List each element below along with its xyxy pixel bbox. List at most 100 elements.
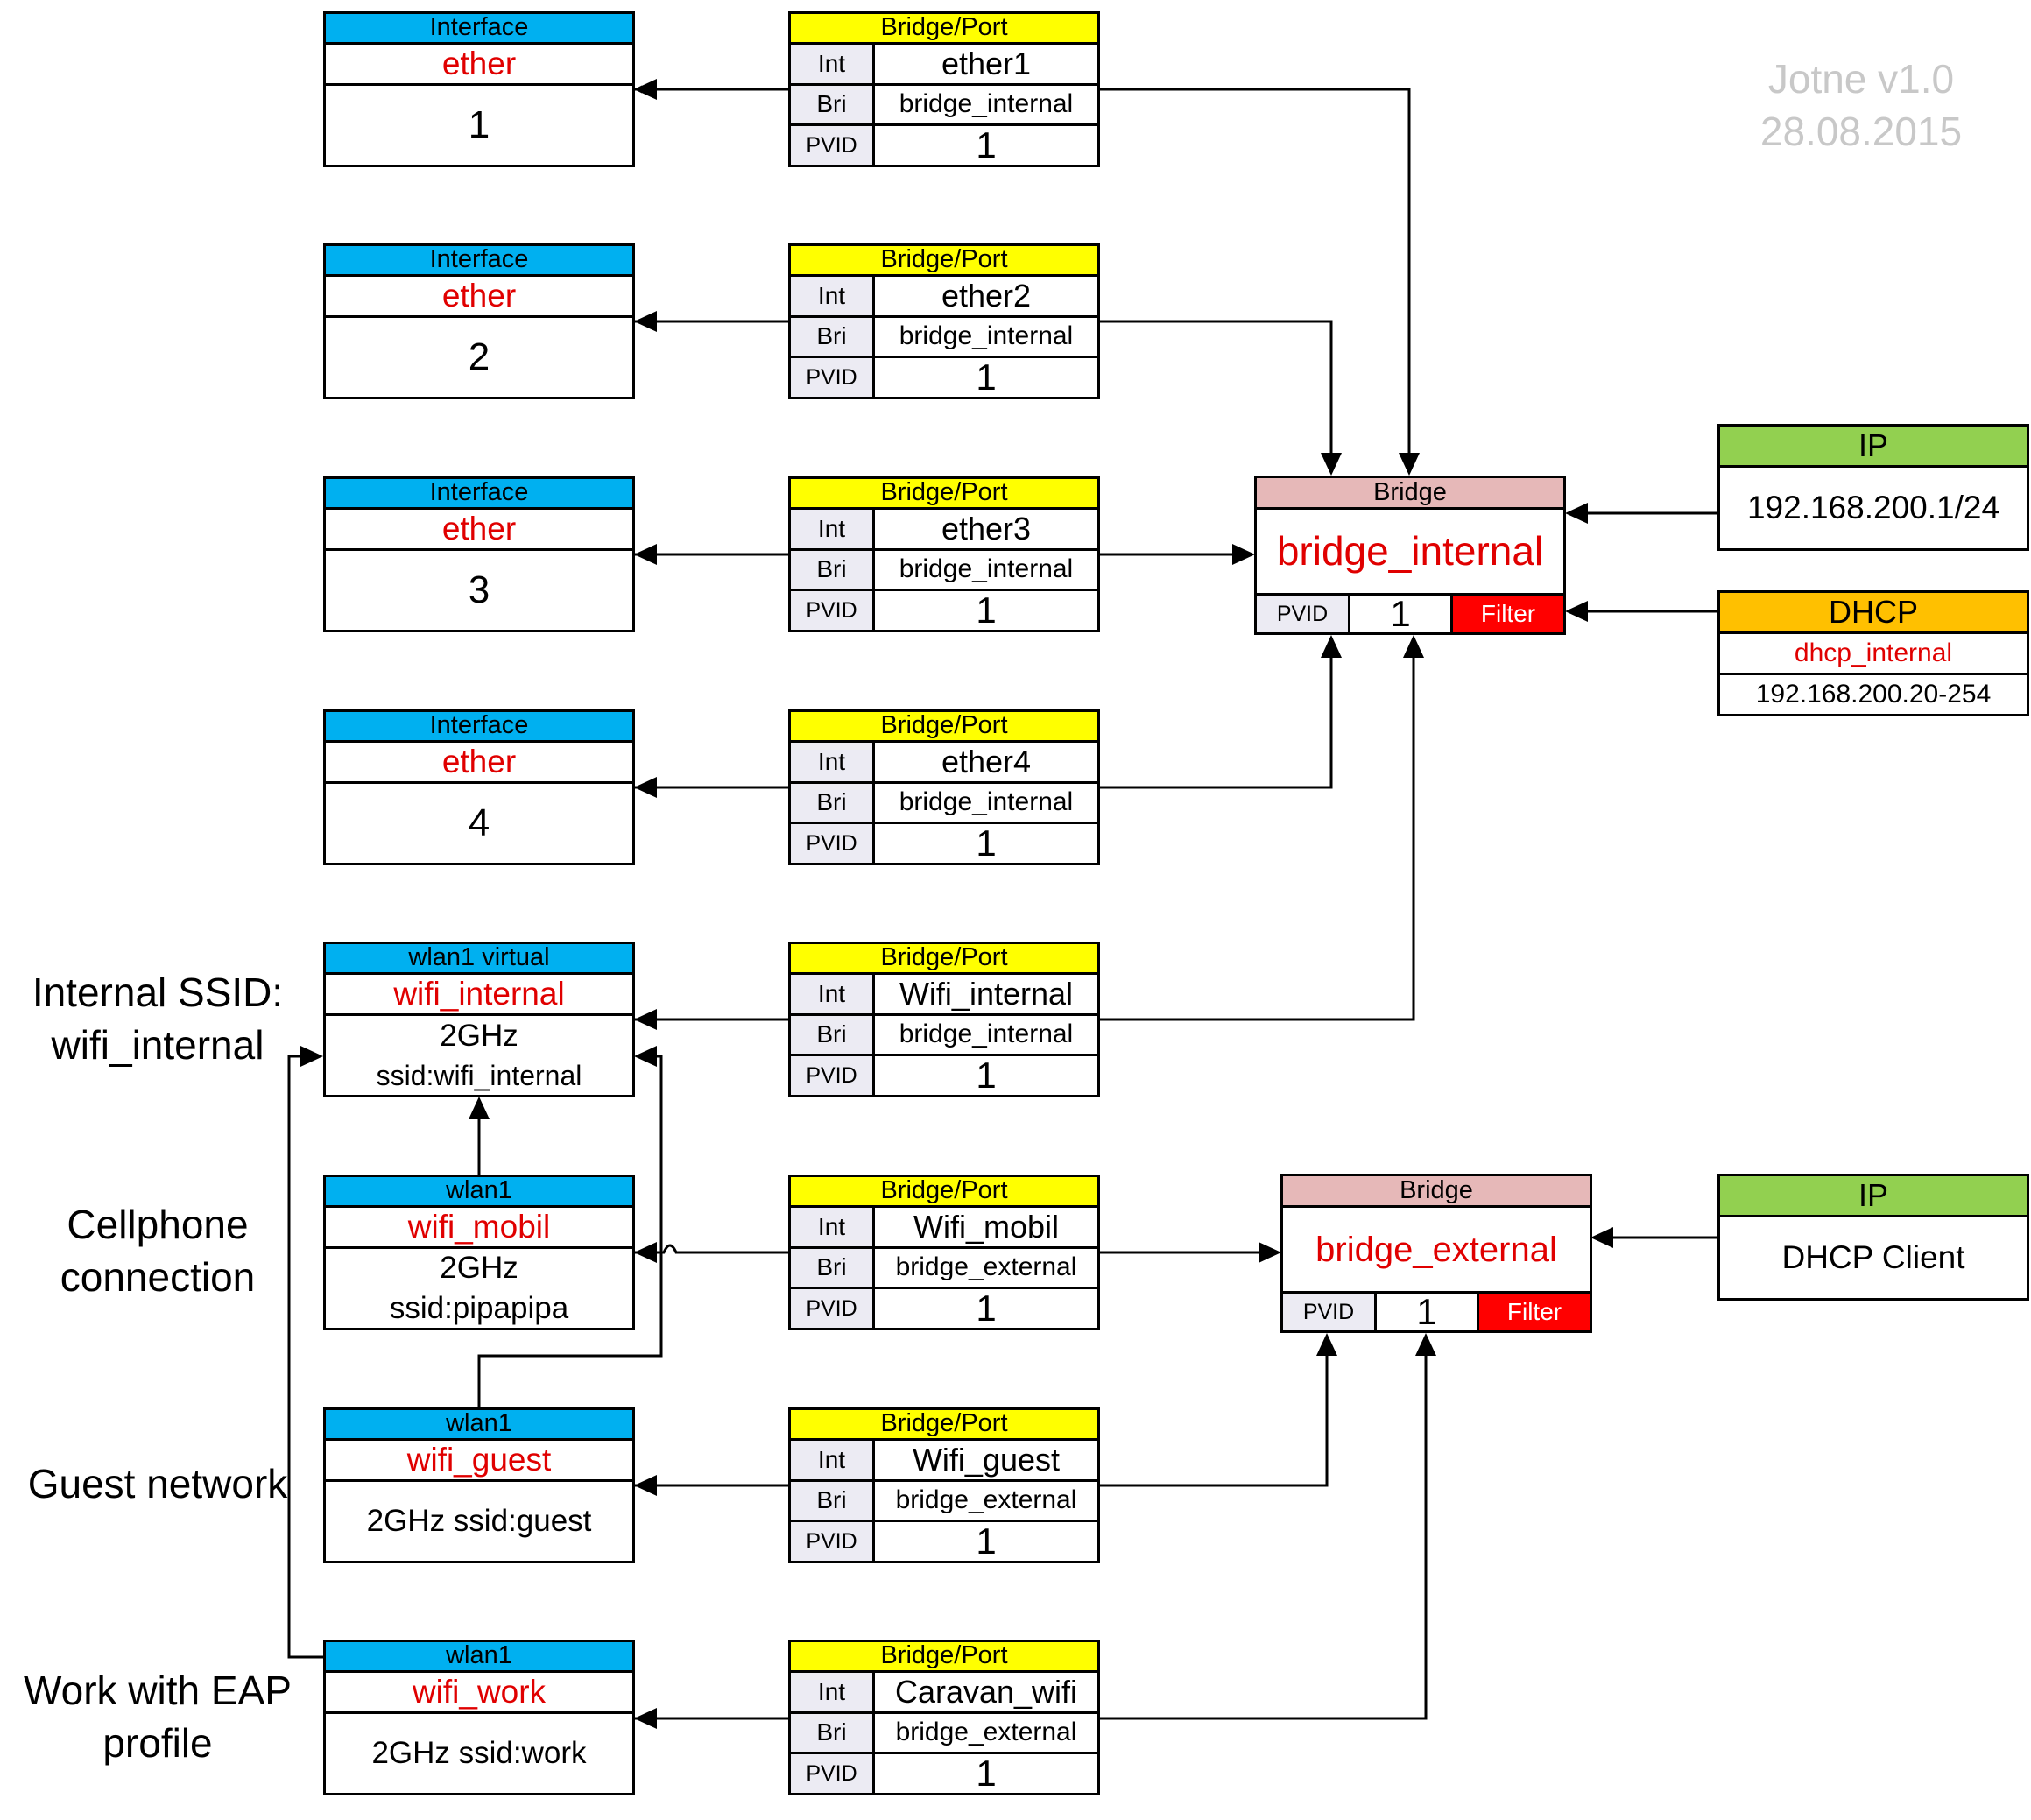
side-label-line: connection	[60, 1254, 256, 1300]
interface-header: wlan1	[323, 1640, 635, 1673]
pvid-value: 1	[872, 1752, 1100, 1795]
interface-header: Interface	[323, 476, 635, 510]
pvid-value: 1	[1374, 1291, 1479, 1333]
bridge-port-header: Bridge/Port	[788, 243, 1100, 277]
bri-label: Bri	[788, 1711, 875, 1754]
version-date: 28.08.2015	[1759, 109, 1963, 154]
ip-internal-box[interactable]: IP 192.168.200.1/24	[1717, 424, 2029, 551]
int-label: Int	[788, 507, 875, 551]
bridge-port-header: Bridge/Port	[788, 11, 1100, 45]
interface-header: Interface	[323, 709, 635, 743]
interface-ssid: ssid:wifi_internal	[376, 1059, 582, 1091]
bridge-port-box-wifi-mobil[interactable]: Bridge/Port Int Wifi_mobil Bri bridge_ex…	[788, 1175, 1100, 1330]
int-label: Int	[788, 274, 875, 318]
arrowhead	[469, 1097, 490, 1119]
interface-box-wifi-guest[interactable]: wlan1 wifi_guest 2GHz ssid:guest	[323, 1407, 635, 1563]
bridge-port-box-wifi-guest[interactable]: Bridge/Port Int Wifi_guest Bri bridge_ex…	[788, 1407, 1100, 1563]
pvid-value: 1	[872, 1520, 1100, 1563]
bridge-header: Bridge	[1280, 1174, 1592, 1208]
version-stamp: Jotne v1.0 28.08.2015	[1725, 53, 1997, 158]
pvid-label: PVID	[788, 123, 875, 167]
arrowhead	[1232, 544, 1255, 565]
bri-label: Bri	[788, 1479, 875, 1522]
interface-box-ether4[interactable]: Interface ether 4	[323, 709, 635, 865]
arrowhead	[634, 311, 657, 332]
arrowhead	[634, 1708, 657, 1729]
interface-header: wlan1	[323, 1407, 635, 1441]
wifi-work-to-wifi-internal-line	[287, 1055, 323, 1659]
bri-label: Bri	[788, 315, 875, 358]
port6-to-wifi-mobil-arrow	[634, 1244, 790, 1254]
interface-number: 3	[323, 548, 635, 632]
bri-label: Bri	[788, 1246, 875, 1289]
int-value: Wifi_internal	[872, 972, 1100, 1016]
bridge-port-box-wifi-internal[interactable]: Bridge/Port Int Wifi_internal Bri bridge…	[788, 942, 1100, 1097]
bridge-port-box-caravan-wifi[interactable]: Bridge/Port Int Caravan_wifi Bri bridge_…	[788, 1640, 1100, 1795]
bri-value: bridge_internal	[872, 1013, 1100, 1056]
bridge-internal-box[interactable]: Bridge bridge_internal PVID 1 Filter	[1254, 476, 1566, 635]
interface-box-ether3[interactable]: Interface ether 3	[323, 476, 635, 632]
arrowhead	[634, 1242, 657, 1263]
bridge-port-box-ether1[interactable]: Bridge/Port Int ether1 Bri bridge_intern…	[788, 11, 1100, 167]
bri-value: bridge_internal	[872, 548, 1100, 591]
interface-box-wifi-work[interactable]: wlan1 wifi_work 2GHz ssid:work	[323, 1640, 635, 1795]
version-label: Jotne v1.0	[1767, 56, 1955, 102]
ip-header: IP	[1717, 1174, 2029, 1217]
arrowhead	[634, 1046, 657, 1067]
bri-value: bridge_internal	[872, 781, 1100, 824]
port7-to-bridge-external-line	[1099, 1344, 1329, 1487]
arrowhead	[1321, 635, 1342, 658]
arrowhead	[1403, 635, 1424, 658]
interface-box-ether2[interactable]: Interface ether 2	[323, 243, 635, 399]
bridge-port-header: Bridge/Port	[788, 1175, 1100, 1208]
interface-header: Interface	[323, 11, 635, 45]
bridge-name: bridge_internal	[1254, 507, 1566, 596]
bridge-port-box-ether4[interactable]: Bridge/Port Int ether4 Bri bridge_intern…	[788, 709, 1100, 865]
pvid-value: 1	[1348, 593, 1453, 635]
bridge-port-header: Bridge/Port	[788, 1640, 1100, 1673]
side-label-line: Internal SSID:	[32, 970, 284, 1015]
pvid-label: PVID	[788, 1752, 875, 1795]
side-label-line: profile	[102, 1720, 213, 1766]
port5-to-bridge-internal-line	[1099, 646, 1415, 1021]
bridge-port-box-ether3[interactable]: Bridge/Port Int ether3 Bri bridge_intern…	[788, 476, 1100, 632]
arrowhead	[634, 1009, 657, 1030]
dhcp-range: 192.168.200.20-254	[1717, 673, 2029, 716]
bri-label: Bri	[788, 1013, 875, 1056]
interface-box-wifi-mobil[interactable]: wlan1 wifi_mobil 2GHz ssid:pipapipa	[323, 1175, 635, 1330]
port4-to-bridge-internal-line	[1099, 646, 1333, 789]
bridge-port-box-ether2[interactable]: Bridge/Port Int ether2 Bri bridge_intern…	[788, 243, 1100, 399]
interface-name: wifi_work	[323, 1670, 635, 1714]
bridge-port-header: Bridge/Port	[788, 1407, 1100, 1441]
bri-value: bridge_internal	[872, 315, 1100, 358]
bridge-external-box[interactable]: Bridge bridge_external PVID 1 Filter	[1280, 1174, 1592, 1333]
arrowhead	[1565, 503, 1588, 524]
side-label-guest: Guest network	[9, 1457, 307, 1510]
interface-name: wifi_internal	[323, 972, 635, 1016]
interface-header: wlan1	[323, 1175, 635, 1208]
bri-label: Bri	[788, 83, 875, 126]
interface-box-ether1[interactable]: Interface ether 1	[323, 11, 635, 167]
int-value: ether3	[872, 507, 1100, 551]
interface-box-wifi-internal[interactable]: wlan1 virtual wifi_internal 2GHz ssid:wi…	[323, 942, 635, 1097]
interface-name: wifi_guest	[323, 1438, 635, 1482]
interface-ssid: 2GHz ssid:guest	[323, 1479, 635, 1563]
arrowhead	[634, 544, 657, 565]
filter-cell[interactable]: Filter	[1477, 1291, 1592, 1333]
dhcp-box[interactable]: DHCP dhcp_internal 192.168.200.20-254	[1717, 590, 2029, 716]
int-value: ether2	[872, 274, 1100, 318]
side-label-work: Work with EAP profile	[9, 1664, 307, 1769]
ip-external-box[interactable]: IP DHCP Client	[1717, 1174, 2029, 1301]
int-label: Int	[788, 740, 875, 784]
arrowhead	[1321, 453, 1342, 476]
pvid-value: 1	[872, 1287, 1100, 1330]
filter-cell[interactable]: Filter	[1450, 593, 1566, 635]
interface-number: 2	[323, 315, 635, 399]
side-label-line: wifi_internal	[51, 1022, 264, 1068]
interface-number: 4	[323, 781, 635, 865]
arrowhead	[300, 1046, 323, 1067]
pvid-value: 1	[872, 822, 1100, 865]
bri-value: bridge_external	[872, 1479, 1100, 1522]
int-label: Int	[788, 972, 875, 1016]
bridge-port-header: Bridge/Port	[788, 942, 1100, 975]
